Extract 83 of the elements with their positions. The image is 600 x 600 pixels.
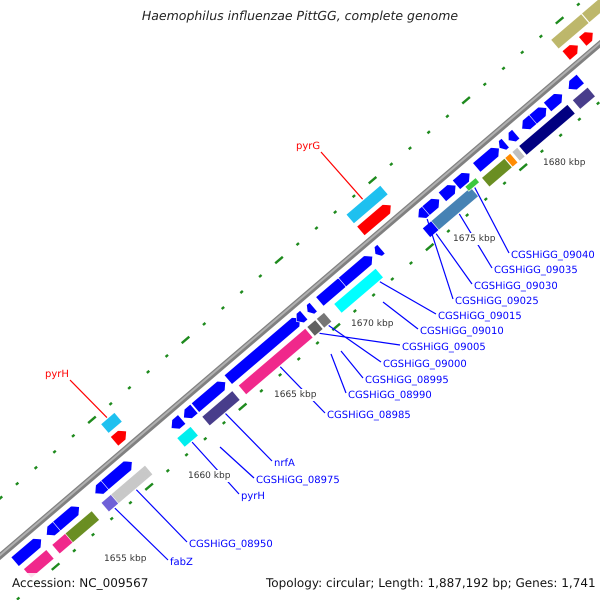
gene-block — [100, 412, 123, 434]
leader-line — [319, 332, 400, 346]
gene-label: pyrH — [241, 491, 265, 503]
gene-label: fabZ — [170, 557, 193, 569]
leader-line — [114, 508, 168, 560]
gene-label: CGSHiGG_09035 — [494, 265, 578, 277]
gene-feature — [422, 198, 440, 216]
gene-block — [110, 464, 154, 504]
gene-feature — [315, 278, 347, 307]
gene-label: CGSHiGG_09010 — [420, 326, 504, 338]
gene-label: CGSHiGG_08950 — [189, 539, 273, 551]
gene-feature — [170, 414, 186, 430]
gene-label: nrfA — [274, 458, 295, 470]
gene-feature — [52, 506, 80, 532]
gene-label: CGSHiGG_09005 — [402, 342, 486, 354]
gene-feature — [542, 93, 563, 112]
gene-block — [430, 186, 479, 230]
gene-feature — [296, 310, 308, 324]
leader-line — [136, 489, 188, 542]
leader-line — [320, 152, 364, 200]
gene-feature — [306, 302, 318, 314]
leader-line — [330, 354, 347, 394]
gene-feature — [498, 138, 510, 150]
gene-label: CGSHiGG_08985 — [327, 410, 411, 422]
gene-block — [572, 86, 596, 110]
gene-block — [306, 319, 324, 337]
gene-block — [504, 152, 518, 168]
gene-block — [316, 312, 332, 328]
leader-line — [340, 350, 364, 378]
leader-line — [436, 233, 472, 284]
gene-feature — [562, 44, 578, 61]
leader-line — [328, 324, 382, 362]
gene-feature — [472, 147, 500, 173]
gene-feature — [338, 255, 373, 288]
gene-label: CGSHiGG_09030 — [474, 281, 558, 293]
gene-feature — [508, 128, 520, 142]
gene-block — [346, 184, 389, 224]
gene-block — [64, 510, 100, 544]
leader-line — [70, 380, 108, 418]
gene-feature — [10, 538, 42, 567]
gene-feature — [110, 430, 127, 446]
gene-label: CGSHiGG_09015 — [438, 311, 522, 323]
scale-label: 1655 kbp — [103, 553, 148, 565]
gene-block — [481, 158, 513, 188]
gene-feature — [374, 244, 386, 256]
gene-label: CGSHiGG_08995 — [365, 375, 449, 387]
scale-label: 1680 kbp — [542, 157, 586, 169]
leader-line — [225, 413, 272, 462]
leader-line — [426, 218, 454, 300]
gene-block — [464, 177, 480, 192]
leader-line — [220, 446, 254, 478]
gene-feature — [100, 460, 132, 490]
gene-block — [518, 104, 576, 156]
scale-label: 1665 kbp — [273, 389, 318, 401]
gene-feature — [528, 106, 547, 124]
gene-label: CGSHiGG_09040 — [511, 250, 595, 262]
gene-label: CGSHiGG_09000 — [383, 359, 467, 371]
leader-line — [380, 281, 436, 315]
gene-feature — [190, 380, 226, 413]
gene-label: CGSHiGG_09025 — [455, 296, 539, 308]
gene-feature — [183, 404, 199, 419]
gene-label: CGSHiGG_08990 — [348, 390, 432, 402]
scale-label: 1675 kbp — [452, 233, 496, 245]
gene-block — [51, 532, 74, 554]
gene-block — [512, 146, 526, 162]
gene-feature — [438, 184, 456, 202]
scale-label: 1660 kbp — [187, 470, 232, 482]
gene-block — [201, 390, 241, 426]
gene-feature — [568, 74, 585, 90]
gene-label: CGSHiGG_08975 — [256, 475, 340, 487]
leader-line — [382, 302, 418, 330]
gene-block — [550, 13, 590, 50]
gene-feature — [356, 204, 392, 236]
gene-feature — [578, 32, 594, 47]
gene-block — [581, 0, 600, 24]
gene-label: pyrG — [296, 141, 320, 153]
gene-block — [333, 268, 384, 314]
scale-label: 1670 kbp — [350, 318, 394, 330]
gene-label: pyrH — [45, 369, 69, 381]
gene-feature — [452, 172, 470, 190]
gene-feature — [224, 317, 301, 385]
title: Haemophilus influenzae PittGG, complete genome — [140, 10, 460, 22]
gene-block — [176, 426, 199, 448]
